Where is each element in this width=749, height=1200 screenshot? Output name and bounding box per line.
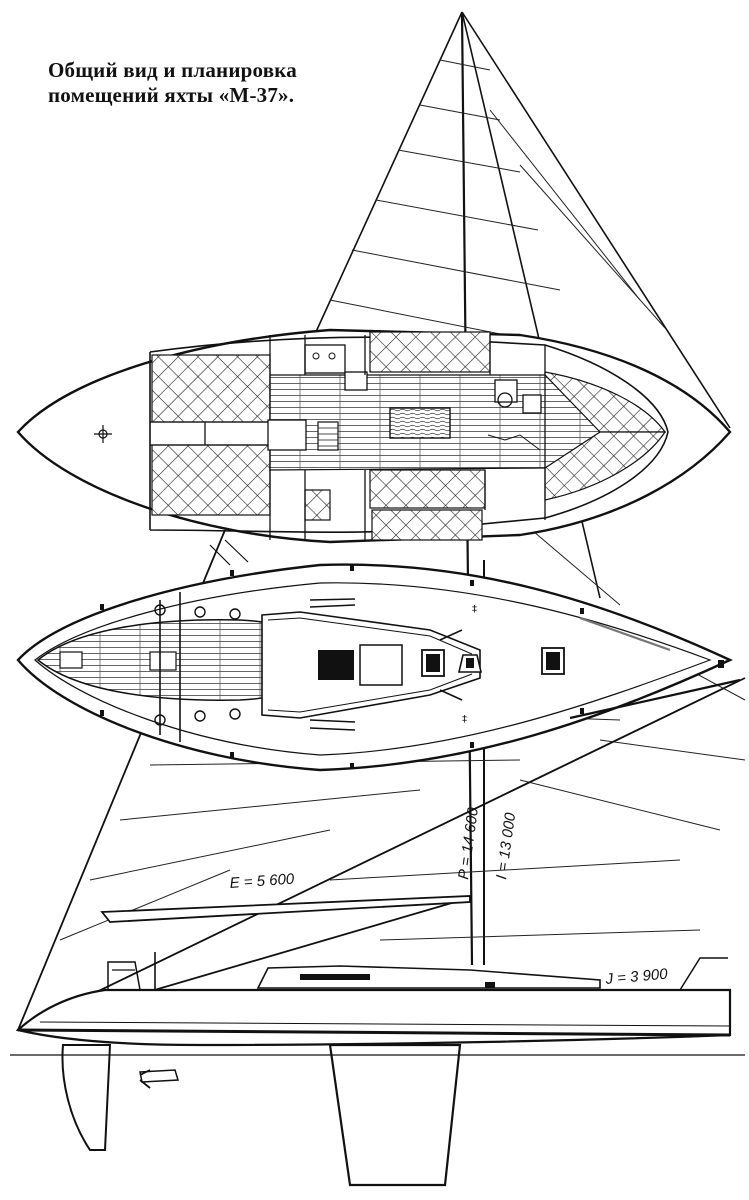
mainsail-seams <box>329 59 666 351</box>
galley-sink <box>344 371 368 391</box>
cabin-profile <box>256 965 601 989</box>
heads-basin <box>522 394 542 414</box>
sail-plan <box>17 11 746 1031</box>
steering-pedestal <box>149 651 177 671</box>
toerail <box>34 582 712 756</box>
settee-port <box>369 331 491 373</box>
dim-I: I = 13 000 <box>493 811 519 881</box>
cabin-wall <box>149 336 669 534</box>
forepeak-marker <box>94 425 112 443</box>
companionway-ladder <box>317 421 339 451</box>
settee-starboard <box>369 469 486 509</box>
deck-plan: ‡ ‡ <box>16 563 741 772</box>
caption-line-1: Общий вид и планировка <box>48 58 297 82</box>
caption-line-2: помещений яхты «М-37». <box>48 83 295 107</box>
drawing-caption: Общий вид и планировка помещений яхты «М… <box>48 58 348 108</box>
dim-J: J = 3 900 <box>604 966 669 988</box>
locker-hatched <box>304 489 331 521</box>
nav-instrument <box>497 392 513 408</box>
berth-starboard <box>371 509 483 541</box>
main-hatch-dark <box>318 650 354 680</box>
propeller-shaft <box>139 1069 179 1083</box>
hull-profile <box>15 988 732 1047</box>
pulpit <box>679 957 728 991</box>
svg-text:‡: ‡ <box>462 714 467 725</box>
boom <box>100 895 471 923</box>
main-hatch <box>359 644 403 686</box>
svg-text:‡: ‡ <box>472 604 477 615</box>
deck-rails <box>309 598 741 731</box>
galley-stove <box>304 344 346 374</box>
forward-berth-port <box>151 354 271 423</box>
profile-view <box>10 895 745 1187</box>
rudder <box>61 1044 112 1151</box>
forward-berth-starboard <box>151 444 271 516</box>
pushpit <box>107 961 141 991</box>
salon-table <box>389 407 451 439</box>
portlights <box>300 974 370 980</box>
sheer-stripe <box>17 1028 731 1037</box>
keel <box>328 1043 462 1187</box>
stanchions <box>100 565 724 769</box>
interior-plan <box>16 328 732 544</box>
dim-E: E = 5 600 <box>229 870 295 892</box>
